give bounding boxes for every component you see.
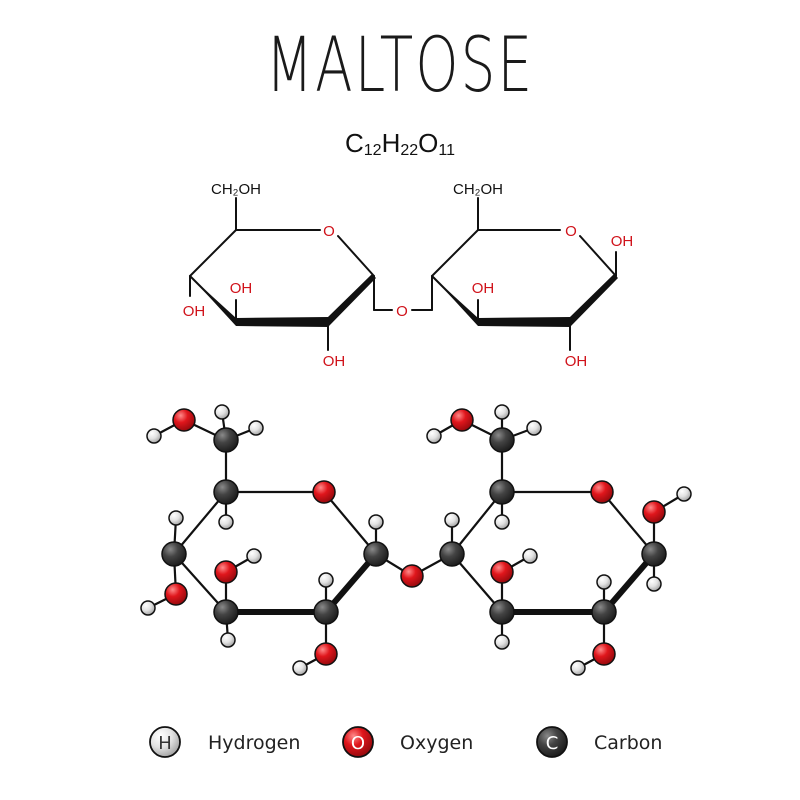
oh-label: OH [230,280,253,297]
carbon-atom [363,541,389,567]
oxygen-atom [450,408,474,432]
hydrogen-atom [140,600,156,616]
hydrogen-atom [168,510,184,526]
formula-oxygen-count: 11 [438,142,455,159]
oxygen-atom [164,582,188,606]
hydrogen-atom [596,574,612,590]
legend-hydrogen-label: Hydrogen [208,732,300,754]
carbon-atom [161,541,187,567]
bond [172,552,228,614]
legend-hydrogen-letter: H [158,733,172,754]
carbon-atom [641,541,667,567]
oh-label: OH [565,353,588,370]
page-title: MALTOSE [265,20,535,109]
hydrogen-atom [292,660,308,676]
legend-oxygen-swatch [342,726,374,758]
hydrogen-atom [526,420,542,436]
carbon-atom [489,427,515,453]
legend-carbon-letter: C [546,733,559,754]
bond [579,235,617,277]
carbon-atom [439,541,465,567]
oh-label: OH [472,280,495,297]
bold-bond [478,317,570,327]
oxygen-atom [400,564,424,588]
bond [322,490,378,556]
oxygen-atom [592,642,616,666]
formula-carbon-count: 12 [363,142,382,159]
formula-hydrogen-count: 22 [400,142,419,159]
oxygen-atom [214,560,238,584]
molecular-formula: C12H22O11 [0,128,800,160]
hydrogen-atom [220,632,236,648]
bold-bond [432,276,478,326]
bond [600,490,656,556]
hydrogen-atom [318,572,334,588]
oxygen-atom [312,480,336,504]
hydrogen-atom [218,514,234,530]
oxygen-atom [642,500,666,524]
hydrogen-atom [368,514,384,530]
hydrogen-atom [214,404,230,420]
ch2oh-label: CH₂OH [211,181,261,198]
bond [431,229,479,277]
bold-bond [236,317,328,327]
legend-carbon-swatch [536,726,568,758]
formula-hydrogen: H [381,128,401,158]
oh-label: OH [323,353,346,370]
formula-carbon: C [345,128,364,158]
oh-label: OH [611,233,634,250]
hydrogen-atom [444,512,460,528]
hydrogen-atom [246,548,262,564]
carbon-atom [213,599,239,625]
hydrogen-atom [522,548,538,564]
oh-label: OH [183,303,206,320]
ch2oh-label: CH₂OH [453,181,503,198]
bold-bond [570,274,618,327]
carbon-atom [591,599,617,625]
bond [189,229,237,277]
bold-bond [328,274,376,327]
carbon-atom [489,479,515,505]
bold-bond [601,551,657,615]
hydrogen-atom [494,404,510,420]
bond [337,235,375,277]
hydrogen-atom [146,428,162,444]
formula-oxygen: O [418,128,439,158]
hydrogen-atom [248,420,264,436]
bold-bond [190,276,236,326]
legend-hydrogen-swatch [149,726,181,758]
ring-oxygen-label: O [323,223,335,240]
hydrogen-atom [570,660,586,676]
bond [172,490,228,556]
ring-oxygen-label: O [565,223,577,240]
oxygen-atom [172,408,196,432]
hydrogen-atom [494,514,510,530]
carbon-atom [489,599,515,625]
carbon-atom [313,599,339,625]
oxygen-atom [490,560,514,584]
bold-bond [323,551,379,615]
glycosidic-oxygen-label: O [396,303,408,320]
legend-oxygen-letter: O [351,733,365,754]
bond [450,552,504,614]
carbon-atom [213,427,239,453]
carbon-atom [213,479,239,505]
oxygen-atom [590,480,614,504]
bond [450,490,504,556]
hydrogen-atom [494,634,510,650]
hydrogen-atom [426,428,442,444]
oxygen-atom [314,642,338,666]
hydrogen-atom [676,486,692,502]
legend-carbon-label: Carbon [594,732,662,754]
legend-oxygen-label: Oxygen [400,732,473,754]
hydrogen-atom [646,576,662,592]
